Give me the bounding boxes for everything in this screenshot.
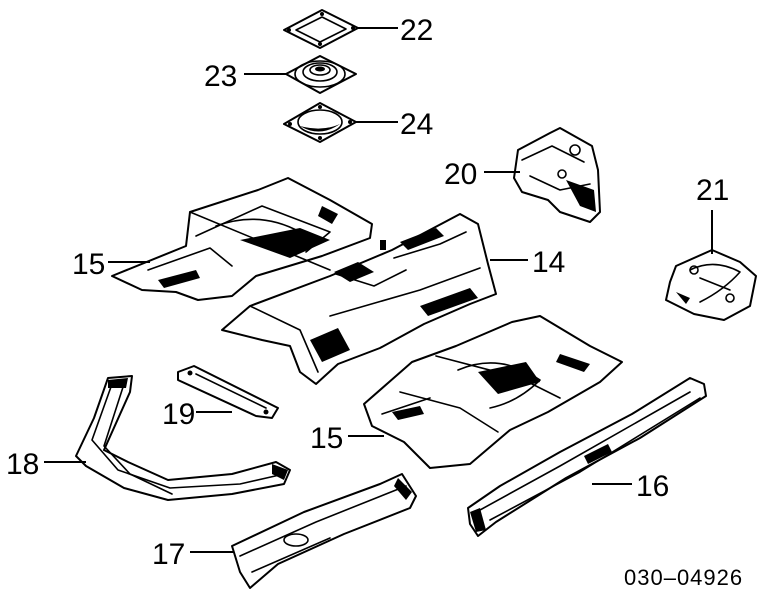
callout-17: 17 bbox=[152, 538, 185, 571]
callout-14: 14 bbox=[532, 246, 565, 279]
callout-19: 19 bbox=[162, 398, 195, 431]
leader-lines bbox=[44, 27, 713, 553]
part-21-bracket bbox=[665, 249, 757, 321]
part-15-floor-pan-lower bbox=[363, 315, 623, 469]
part-17-side-sill bbox=[231, 473, 417, 589]
part-20-bracket bbox=[513, 127, 601, 223]
callout-16: 16 bbox=[636, 470, 669, 503]
part-19-bracket bbox=[177, 365, 279, 419]
part-14-floor-tunnel bbox=[221, 213, 497, 385]
callout-15-lower: 15 bbox=[310, 422, 343, 455]
part-22-plate bbox=[283, 9, 359, 49]
callout-24: 24 bbox=[400, 108, 433, 141]
part-16-side-sill bbox=[467, 377, 707, 537]
part-18-crossmember bbox=[75, 375, 291, 501]
callout-18: 18 bbox=[6, 448, 39, 481]
reference-code: 030–04926 bbox=[624, 565, 743, 590]
callout-22: 22 bbox=[400, 14, 433, 47]
callout-23: 23 bbox=[204, 60, 237, 93]
part-15-floor-pan-upper bbox=[111, 177, 373, 301]
callout-21: 21 bbox=[696, 174, 729, 207]
callout-20: 20 bbox=[444, 158, 477, 191]
callout-15-upper: 15 bbox=[72, 248, 105, 281]
part-23-boot bbox=[285, 55, 357, 94]
part-24-plate bbox=[283, 102, 357, 143]
